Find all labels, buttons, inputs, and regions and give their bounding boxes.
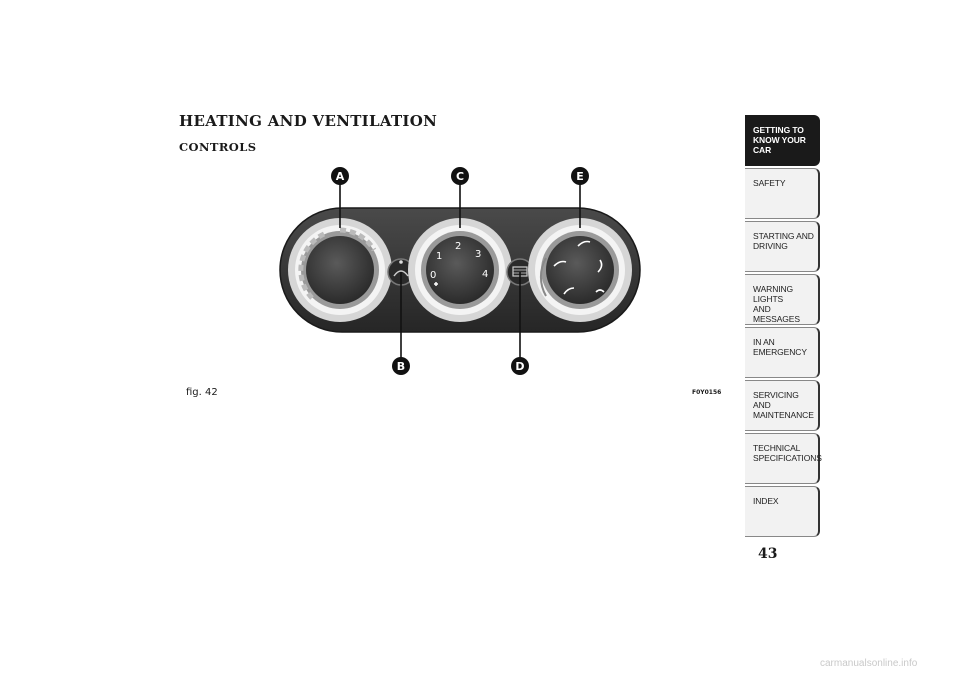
nav-tab-label: IN AN EMERGENCY — [753, 337, 807, 357]
air-distribution-icons — [553, 240, 605, 295]
callout-b: B — [397, 360, 405, 373]
figure-code: F0Y0156 — [692, 389, 722, 396]
nav-tab-index[interactable]: INDEX — [745, 486, 820, 537]
fan-speed-1: 1 — [436, 251, 442, 262]
section-title: HEATING AND VENTILATION — [179, 112, 438, 130]
callout-d: D — [515, 360, 524, 373]
nav-tab-servicing-and-maintenance[interactable]: SERVICING AND MAINTENANCE — [745, 380, 820, 431]
nav-tab-label: WARNING LIGHTS — [753, 284, 794, 304]
callout-marker-c — [451, 167, 469, 185]
callout-marker-d — [511, 357, 529, 375]
nav-tab-label: SAFETY — [753, 178, 786, 188]
nav-tab-label: INDEX — [753, 496, 779, 506]
fan-speed-2: 2 — [455, 241, 461, 252]
defrost-icon — [595, 289, 605, 293]
callout-e: E — [576, 170, 584, 183]
fan-speed-4: 4 — [482, 269, 488, 280]
fan-icon — [434, 282, 438, 286]
fan-speed-3: 3 — [475, 249, 481, 260]
nav-tab-label: TECHNICAL — [753, 443, 801, 453]
section-subtitle: CONTROLS — [179, 140, 257, 154]
nav-tab-label: SERVICING AND — [753, 390, 799, 410]
fan-speed-0: 0 — [430, 270, 436, 281]
callout-leaders — [339, 182, 581, 358]
nav-tab-label: MAINTENANCE — [753, 410, 814, 420]
fan-speed-knob[interactable] — [408, 218, 512, 322]
figure-caption: fig. 42 — [186, 387, 218, 398]
nav-tab-safety[interactable]: SAFETY — [745, 168, 820, 219]
callout-c: C — [456, 170, 464, 183]
footer-watermark: carmanualsonline.info — [820, 658, 918, 669]
nav-tab-label: KNOW YOUR CAR — [753, 135, 806, 155]
callout-a: A — [336, 170, 345, 183]
vent-face-feet-icon — [577, 240, 591, 247]
nav-tab-label: SPECIFICATIONS — [753, 453, 822, 463]
nav-tab-starting-and-driving[interactable]: STARTING AND DRIVING — [745, 221, 820, 272]
nav-tab-label: STARTING AND — [753, 231, 814, 241]
callout-marker-a — [331, 167, 349, 185]
callout-marker-b — [392, 357, 410, 375]
air-distribution-knob[interactable] — [528, 218, 632, 322]
nav-tab-label: AND MESSAGES — [753, 304, 800, 324]
callout-marker-e — [571, 167, 589, 185]
vent-face-icon — [553, 260, 567, 267]
nav-tab-label: GETTING TO — [753, 125, 804, 135]
temperature-knob[interactable] — [288, 218, 392, 322]
nav-tab-technical-specifications[interactable]: TECHNICAL SPECIFICATIONS — [745, 433, 822, 484]
feet-icon — [563, 287, 575, 295]
control-panel-illustration: 0 1 2 3 4 — [279, 167, 641, 375]
windscreen-feet-icon — [597, 259, 603, 273]
nav-tab-label: DRIVING — [753, 241, 788, 251]
heating-controls-figure: 0 1 2 3 4 — [250, 158, 670, 380]
chapter-nav: GETTING TO KNOW YOUR CAR SAFETY STARTING… — [745, 115, 822, 539]
nav-tab-getting-to-know-your-car[interactable]: GETTING TO KNOW YOUR CAR — [745, 115, 820, 166]
fan-speed-scale: 0 1 2 3 4 — [430, 241, 488, 281]
nav-tab-warning-lights[interactable]: WARNING LIGHTS AND MESSAGES — [745, 274, 820, 325]
nav-tab-in-an-emergency[interactable]: IN AN EMERGENCY — [745, 327, 820, 378]
page-number: 43 — [758, 546, 778, 562]
